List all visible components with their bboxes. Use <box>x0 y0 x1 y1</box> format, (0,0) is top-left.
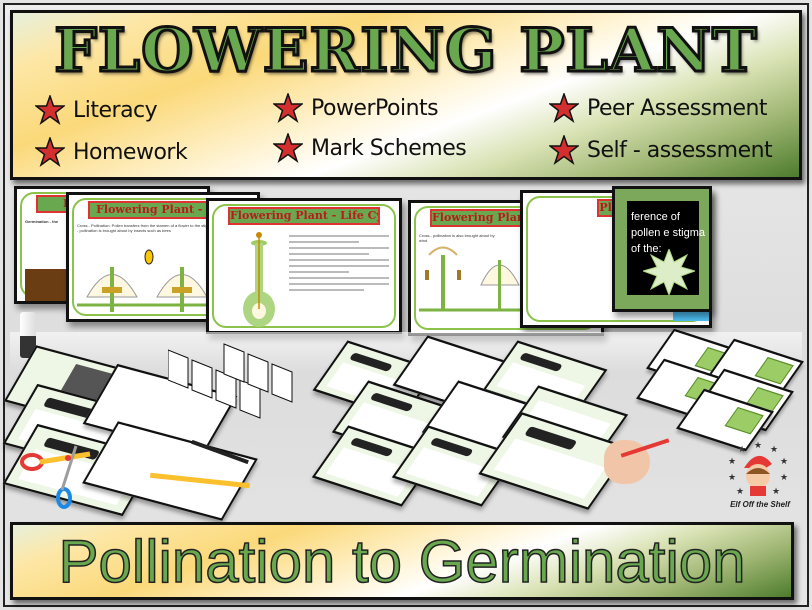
red-star-icon <box>273 93 303 123</box>
flower-diagram-icon <box>77 249 217 312</box>
slide-title: Flowering Plant - Life Cycle <box>228 207 380 225</box>
svg-text:★: ★ <box>754 440 762 450</box>
footer-banner: Pollination to Germination <box>10 522 794 600</box>
elf-off-the-shelf-logo-icon: ★★★ ★★ ★★ ★★ <box>728 440 788 496</box>
pollen-tube-diagram-icon <box>243 232 275 327</box>
svg-text:★: ★ <box>738 444 746 454</box>
next-question-starburst-button[interactable] <box>643 249 695 295</box>
feature-label: Literacy <box>73 97 158 123</box>
svg-text:★: ★ <box>770 444 778 454</box>
feature-label: Self - assessment <box>587 137 773 163</box>
quiz-question: ference of pollen e stigma of the: <box>631 211 705 255</box>
red-star-icon <box>549 135 579 165</box>
feature-label: Homework <box>73 139 188 165</box>
red-star-icon <box>273 133 303 163</box>
svg-text:★: ★ <box>728 456 736 466</box>
feature-label: Peer Assessment <box>587 95 768 121</box>
feature-homework: Homework <box>35 137 188 167</box>
subtitle: Pollination to Germination <box>58 527 747 596</box>
feature-self-assessment: Self - assessment <box>549 135 773 165</box>
scissors-icon <box>20 445 91 509</box>
feature-literacy: Literacy <box>35 95 158 125</box>
feature-label: Mark Schemes <box>311 135 467 161</box>
red-star-icon <box>35 95 65 125</box>
svg-text:★: ★ <box>728 472 736 482</box>
wind-insect-flowers-icon <box>419 246 531 312</box>
header-banner: FLOWERING PLANT Literacy Homework PowerP… <box>10 10 802 180</box>
svg-text:★: ★ <box>780 456 788 466</box>
logo-label: Elf Off the Shelf <box>730 500 790 509</box>
feature-powerpoints: PowerPoints <box>273 93 439 123</box>
slide-text: Germination - the <box>25 219 59 224</box>
bullet-lines <box>289 235 389 295</box>
svg-text:★: ★ <box>772 486 780 496</box>
red-star-icon <box>549 93 579 123</box>
slide-title: Flowering Plant - Life <box>87 201 239 219</box>
svg-text:★: ★ <box>780 472 788 482</box>
svg-text:★: ★ <box>736 486 744 496</box>
feature-peer-assessment: Peer Assessment <box>549 93 768 123</box>
red-star-icon <box>35 137 65 167</box>
slide-text: Cross - pollination is also brought abou… <box>419 233 495 243</box>
foldable-cutout-icon <box>168 343 293 419</box>
quiz-panel: ference of pollen e stigma of the: <box>627 201 705 295</box>
slide-preview-fertilisation: Flowering Plant - Life Cycle <box>206 198 402 334</box>
feature-label: PowerPoints <box>311 95 439 121</box>
slide-preview-quiz: ference of pollen e stigma of the: <box>612 186 712 312</box>
feature-mark-schemes: Mark Schemes <box>273 133 467 163</box>
slide-text: Cross - Pollination: Pollen transfers fr… <box>77 223 245 233</box>
main-title: FLOWERING PLANT <box>53 16 758 87</box>
